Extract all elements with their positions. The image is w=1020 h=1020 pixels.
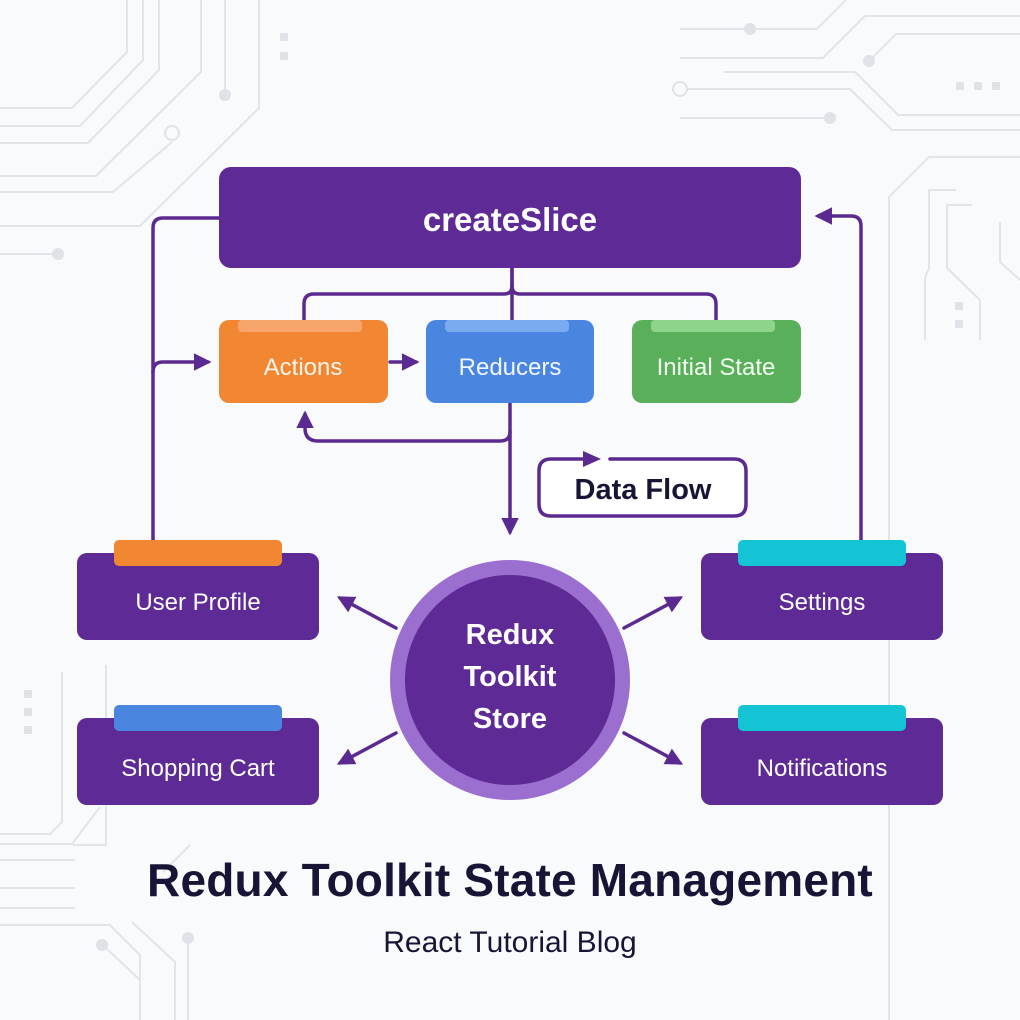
data-flow-arrow-icon — [583, 451, 601, 467]
createslice-label: createSlice — [423, 201, 597, 238]
notifications-node[interactable]: Notifications — [701, 705, 943, 805]
createslice-node[interactable]: createSlice — [219, 167, 801, 268]
settings-node[interactable]: Settings — [701, 540, 943, 640]
circuit-ring — [164, 125, 180, 141]
arrow-store-to-user-profile — [336, 596, 398, 630]
notifications-label: Notifications — [757, 755, 888, 782]
connector-userprofile-to-slice — [151, 216, 222, 542]
circuit-ring — [672, 81, 688, 97]
redux-store-node[interactable]: Redux Toolkit Store — [390, 560, 630, 800]
user-profile-node[interactable]: User Profile — [77, 540, 319, 640]
arrow-store-to-settings — [622, 596, 684, 630]
store-label-line-3: Store — [473, 703, 547, 735]
shopping-cart-node[interactable]: Shopping Cart — [77, 705, 319, 805]
shopping-cart-label: Shopping Cart — [121, 755, 275, 782]
arrow-into-actions — [151, 353, 212, 374]
diagram-subtitle: React Tutorial Blog — [383, 926, 637, 959]
actions-node[interactable]: Actions — [219, 320, 388, 403]
diagram-title: Redux Toolkit State Management — [147, 854, 873, 906]
initial-state-label: Initial State — [657, 354, 776, 381]
data-flow-badge: Data Flow — [537, 451, 748, 518]
settings-label: Settings — [779, 589, 866, 616]
store-label-line-1: Redux — [466, 619, 555, 651]
connector-settings-to-slice — [814, 207, 863, 542]
connector-slice-branch — [510, 284, 718, 322]
arrow-back-to-actions — [296, 410, 512, 443]
actions-label: Actions — [264, 354, 343, 381]
connector-slice-branch — [302, 266, 514, 322]
initial-state-node[interactable]: Initial State — [632, 320, 801, 403]
reducers-label: Reducers — [459, 354, 562, 381]
arrow-store-to-notifications — [622, 731, 684, 765]
circuit-dots — [24, 23, 1000, 951]
store-label-line-2: Toolkit — [464, 661, 557, 693]
reducers-node[interactable]: Reducers — [426, 320, 594, 403]
arrow-store-to-shopping-cart — [336, 731, 398, 765]
user-profile-label: User Profile — [135, 589, 260, 616]
data-flow-label: Data Flow — [575, 474, 712, 506]
